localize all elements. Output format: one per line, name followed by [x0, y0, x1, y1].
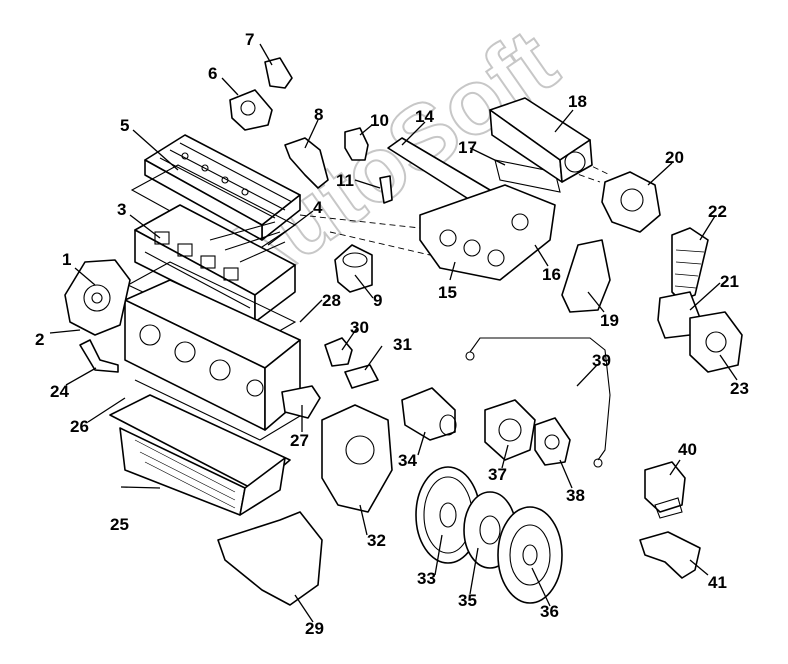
callout-31: 31 [393, 335, 412, 354]
part-20-throttle-body [601, 171, 661, 233]
callout-1: 1 [62, 250, 71, 269]
callout-10: 10 [370, 111, 389, 130]
callout-24: 24 [50, 382, 69, 401]
part-18-intake-plenum [489, 97, 593, 183]
callout-32: 32 [367, 531, 386, 550]
callout-3: 3 [117, 200, 126, 219]
part-31-sensor [344, 364, 379, 389]
callout-18: 18 [568, 92, 587, 111]
callout-11: 11 [336, 171, 354, 190]
part-36-pressure-plate [497, 506, 563, 604]
callout-15: 15 [438, 283, 457, 302]
part-32-housing-plate [321, 404, 393, 513]
callout-19: 19 [600, 311, 619, 330]
callout-22: 22 [708, 202, 727, 221]
part-1-timing-cover [64, 259, 131, 336]
callout-34: 34 [398, 451, 417, 470]
part-6-engine-mount [229, 89, 273, 131]
part-22-hose [671, 227, 709, 301]
callout-41: 41 [708, 573, 727, 592]
part-41-bracket [639, 531, 701, 579]
part-7-bracket [264, 57, 293, 89]
callout-37: 37 [488, 465, 507, 484]
callout-labels: 1 2 3 4 5 6 7 8 9 10 11 14 15 16 17 18 1… [35, 30, 749, 638]
callout-39: 39 [592, 351, 611, 370]
part-26-engine-block [124, 279, 311, 441]
part-38-distributor-cap [534, 417, 571, 466]
part-25-oil-pan [109, 394, 291, 516]
part-4-rods [209, 221, 286, 263]
part-17-gasket [494, 159, 561, 193]
callout-8: 8 [314, 105, 323, 124]
part-39-ignition-lead [469, 337, 611, 461]
callout-28: 28 [322, 291, 341, 310]
callout-2: 2 [35, 330, 44, 349]
callout-6: 6 [208, 64, 217, 83]
part-16-exhaust-manifold [419, 184, 556, 281]
callout-4: 4 [313, 198, 323, 217]
callout-27: 27 [290, 431, 309, 450]
callout-36: 36 [540, 602, 559, 621]
callout-14: 14 [415, 107, 434, 126]
callout-38: 38 [566, 486, 585, 505]
callout-23: 23 [730, 379, 749, 398]
callout-33: 33 [417, 569, 436, 588]
part-24-hose [79, 339, 119, 373]
callout-30: 30 [350, 318, 369, 337]
leader-lines [49, 43, 738, 623]
callout-29: 29 [305, 619, 324, 638]
callout-20: 20 [665, 148, 684, 167]
part-11-sensor [379, 175, 393, 204]
callout-35: 35 [458, 591, 477, 610]
part-19-bracket [561, 239, 611, 313]
callout-26: 26 [70, 417, 89, 436]
part-23-air-flow-meter [689, 311, 743, 373]
part-8-bracket [284, 137, 329, 189]
callout-17: 17 [458, 138, 477, 157]
callout-16: 16 [542, 265, 561, 284]
part-9-thermostat-housing [334, 244, 373, 293]
part-29-bracket [217, 511, 323, 606]
callout-7: 7 [245, 30, 254, 49]
part-40-ignition-coil [644, 461, 686, 519]
callout-25: 25 [110, 515, 129, 534]
part-34-starter [401, 387, 457, 441]
callout-5: 5 [120, 116, 129, 135]
callout-21: 21 [720, 272, 739, 291]
assembly-lines [299, 157, 611, 256]
part-37-distributor [484, 399, 536, 461]
callout-9: 9 [373, 291, 382, 310]
callout-40: 40 [678, 440, 697, 459]
part-10-sensor [344, 127, 369, 161]
part-27-bracket [281, 385, 321, 419]
part-5-rocker-cover [144, 134, 301, 241]
